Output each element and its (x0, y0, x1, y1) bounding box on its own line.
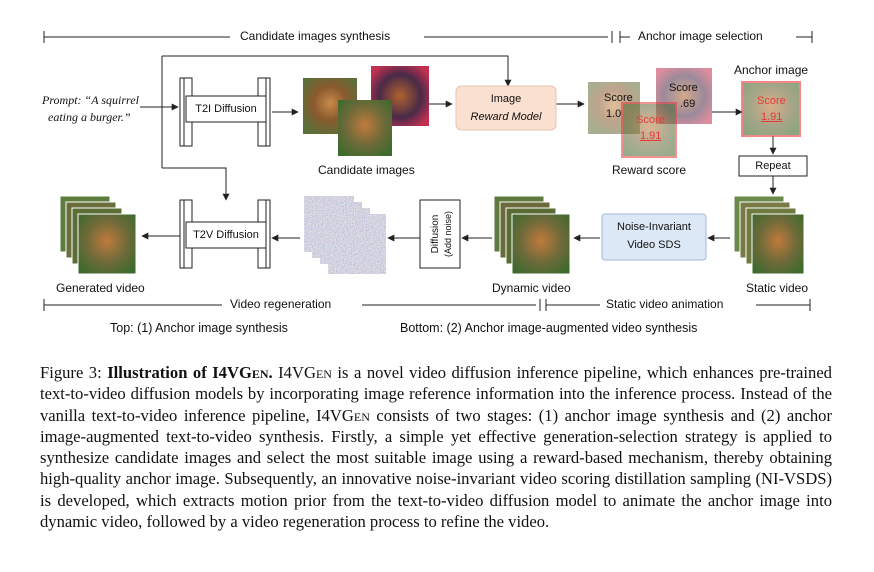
section-candidate-synthesis: Candidate images synthesis (240, 29, 391, 43)
caption-text-2: is a novel video diffusion inference pip… (40, 363, 832, 425)
static-video-stack (733, 195, 805, 275)
t2v-diffusion-label: T2V Diffusion (193, 229, 259, 241)
t2i-diffusion-block (179, 77, 271, 147)
dynamic-video-stack (493, 195, 571, 275)
dynamic-video-label: Dynamic video (492, 281, 571, 295)
caption-figure-number: Figure 3: (40, 363, 102, 382)
noise-image-stack (303, 195, 387, 275)
reward-model-label-1: Image (490, 93, 522, 105)
score-word-1: Score (604, 92, 633, 104)
section-video-regeneration: Video regeneration (230, 297, 332, 311)
caption-title-text: Illustration of I4V (107, 363, 239, 382)
generated-video-stack (59, 195, 137, 275)
ni-vsds-label-1: Noise-Invariant (617, 221, 691, 233)
score-value-2: .69 (680, 98, 696, 110)
reward-model-box (455, 85, 557, 131)
anchor-image (741, 81, 801, 137)
section-static-animation: Static video animation (606, 297, 724, 311)
section-bracket-bottom (43, 299, 811, 311)
generated-video-label: Generated video (56, 281, 145, 295)
top-stage-label: Top: (1) Anchor image synthesis (110, 321, 288, 335)
prompt-line-2: eating a burger.” (48, 110, 131, 124)
diagram-canvas (43, 31, 813, 311)
diffusion-add-noise-box (419, 199, 461, 269)
score-value-3: 1.91 (640, 130, 662, 142)
figure-caption: Figure 3: Illustration of I4VGen. I4VGen… (40, 362, 832, 532)
caption-text-1: I4V (272, 363, 304, 382)
score-value-1: 1.0 (606, 108, 622, 120)
section-bracket-top (43, 31, 813, 43)
candidate-images (303, 66, 429, 156)
caption-title-smallcaps: Gen (238, 363, 269, 382)
reward-score-label: Reward score (612, 163, 687, 177)
bottom-stage-label: Bottom: (2) Anchor image-augmented video… (400, 321, 698, 335)
caption-smallcaps-1: Gen (303, 363, 332, 382)
section-anchor-selection: Anchor image selection (638, 29, 763, 43)
ni-vsds-label-2: Video SDS (627, 239, 681, 251)
prompt-line-1: Prompt: “A squirrel (42, 93, 139, 107)
anchor-score-word: Score (757, 95, 786, 107)
reward-score-images (588, 68, 712, 158)
add-noise-label: (Add noise) (443, 210, 453, 258)
caption-text-3: consists of two stages: (1) anchor image… (40, 405, 832, 532)
candidate-images-label: Candidate images (318, 163, 415, 177)
caption-smallcaps-2: Gen (341, 405, 370, 425)
t2v-diffusion-block (179, 199, 271, 269)
prompt-branch (140, 55, 512, 201)
caption-title-end: . (268, 363, 273, 382)
caption-title: Illustration of I4VGen. (107, 363, 272, 382)
static-video-label: Static video (746, 281, 809, 295)
repeat-label: Repeat (755, 160, 791, 172)
anchor-image-label: Anchor image (734, 63, 809, 77)
ni-vsds-box (601, 213, 707, 261)
anchor-score-value: 1.91 (761, 111, 783, 123)
score-word-2: Score (669, 82, 698, 94)
repeat-box (738, 155, 808, 177)
score-word-3: Score (636, 114, 665, 126)
reward-model-label-2: Reward Model (470, 111, 542, 123)
t2i-diffusion-label: T2I Diffusion (195, 103, 257, 115)
